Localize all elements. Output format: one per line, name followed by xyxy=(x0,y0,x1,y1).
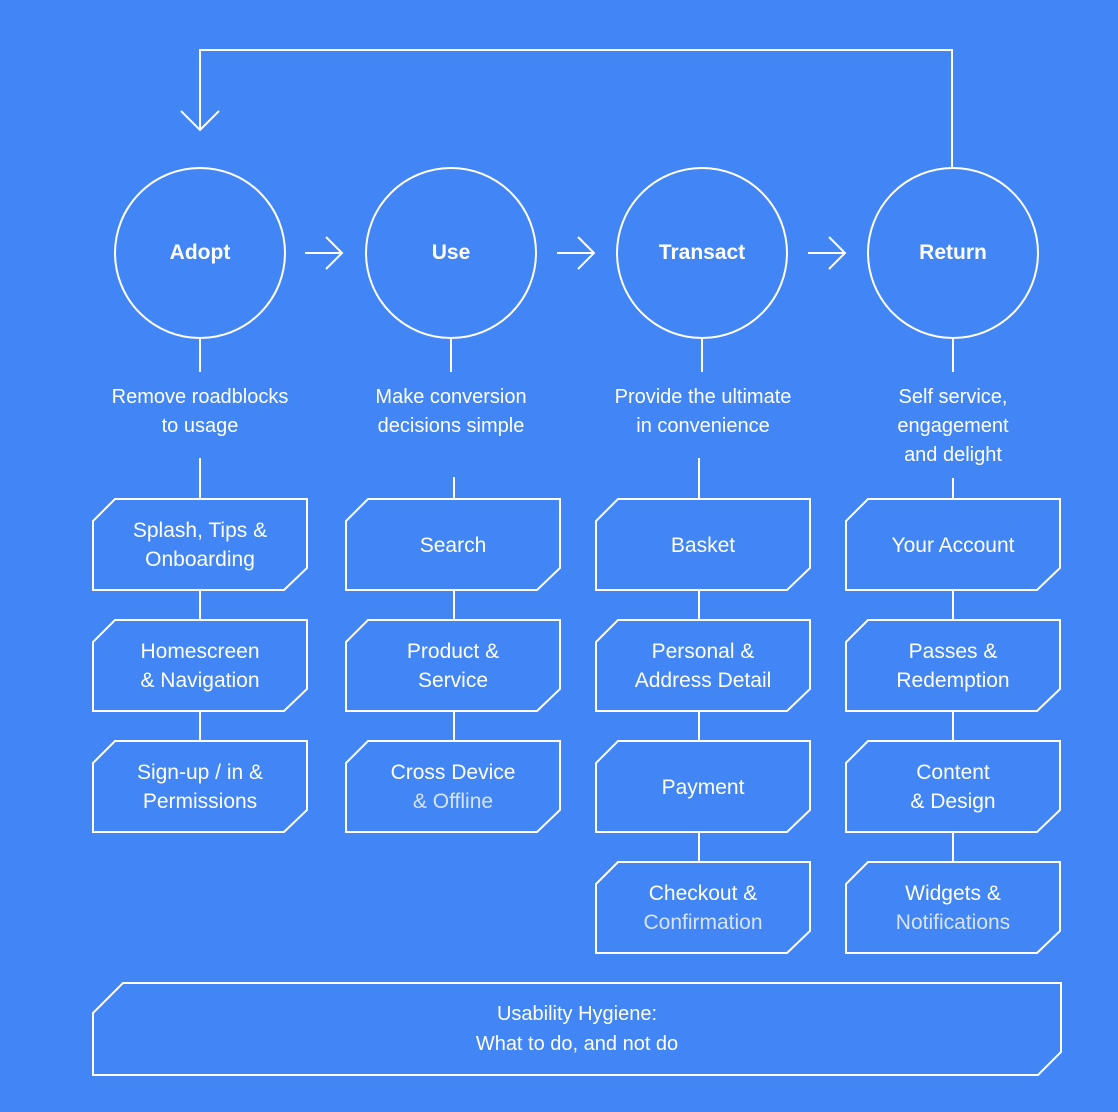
step-label-line2: Onboarding xyxy=(145,548,255,571)
loop-back-arrow xyxy=(199,49,953,168)
box-outline xyxy=(595,619,811,712)
step-your-account[interactable]: Your Account xyxy=(846,499,1060,591)
stage-title-return: Return xyxy=(919,241,987,264)
step-checkout-confirmation[interactable]: Checkout & Confirmation xyxy=(596,862,810,954)
step-label-line1: Cross Device xyxy=(390,761,516,784)
step-label-line1: Search xyxy=(419,533,487,557)
step-splash-tips-onboarding[interactable]: Splash, Tips & Onboarding xyxy=(93,499,307,591)
arrow-transact-to-return xyxy=(808,236,847,270)
step-homescreen-navigation[interactable]: Homescreen & Navigation xyxy=(93,620,307,712)
description-line: in convenience xyxy=(636,415,770,437)
box-outline xyxy=(345,619,561,712)
step-basket[interactable]: Basket xyxy=(596,499,810,591)
step-label-line2: Confirmation xyxy=(643,911,763,934)
step-label-line1: Payment xyxy=(661,775,745,799)
box-outline xyxy=(845,498,1061,591)
step-label-line1: Sign-up / in & xyxy=(136,761,264,784)
step-cross-device-offline[interactable]: Cross Device & Offline xyxy=(346,741,560,833)
stage-title-use: Use xyxy=(431,241,471,264)
stage-description-return: Self service, engagement and delight xyxy=(833,383,1073,470)
arrow-adopt-to-use xyxy=(305,236,344,270)
step-label-line1: Basket xyxy=(670,533,736,557)
description-line: Self service, xyxy=(898,386,1008,408)
step-passes-redemption[interactable]: Passes & Redemption xyxy=(846,620,1060,712)
step-content-design[interactable]: Content & Design xyxy=(846,741,1060,833)
step-label-line2: Address Detail xyxy=(634,669,772,692)
box-outline xyxy=(595,861,811,954)
hygiene-box-outline xyxy=(92,982,1062,1076)
stage-description-transact: Provide the ultimate in convenience xyxy=(583,383,823,441)
box-outline xyxy=(345,498,561,591)
description-line: decisions simple xyxy=(377,415,525,437)
usability-hygiene-box[interactable]: Usability Hygiene: What to do, and not d… xyxy=(93,983,1061,1075)
stage-description-use: Make conversion decisions simple xyxy=(331,383,571,441)
step-label-line2: Notifications xyxy=(895,911,1011,934)
step-label-line2: Permissions xyxy=(142,790,258,813)
step-payment[interactable]: Payment xyxy=(596,741,810,833)
step-signup-permissions[interactable]: Sign-up / in & Permissions xyxy=(93,741,307,833)
box-outline xyxy=(845,740,1061,833)
arrow-use-to-transact xyxy=(557,236,596,270)
step-label-line2: Redemption xyxy=(896,669,1010,692)
stage-description-adopt: Remove roadblocks to usage xyxy=(80,383,320,441)
box-outline xyxy=(345,740,561,833)
step-label-line1: Splash, Tips & xyxy=(132,519,268,542)
description-line: Provide the ultimate xyxy=(614,386,792,408)
description-line: engagement xyxy=(897,415,1009,437)
description-line: Make conversion xyxy=(375,386,527,408)
hygiene-subtitle: What to do, and not do xyxy=(475,1033,679,1055)
box-outline xyxy=(845,619,1061,712)
box-outline xyxy=(595,740,811,833)
step-search[interactable]: Search xyxy=(346,499,560,591)
box-outline xyxy=(92,740,308,833)
step-label-line1: Your Account xyxy=(891,533,1015,557)
hygiene-title: Usability Hygiene: xyxy=(496,1003,658,1025)
stage-title-transact: Transact xyxy=(658,241,746,264)
step-label-line1: Content xyxy=(916,761,990,784)
box-outline xyxy=(92,498,308,591)
box-outline xyxy=(845,861,1061,954)
step-label-line1: Widgets & xyxy=(905,882,1001,905)
step-personal-address-detail[interactable]: Personal & Address Detail xyxy=(596,620,810,712)
step-product-service[interactable]: Product & Service xyxy=(346,620,560,712)
step-label-line2: & Navigation xyxy=(140,669,260,692)
step-label-line1: Personal & xyxy=(651,640,755,663)
box-outline xyxy=(92,619,308,712)
stage-title-adopt: Adopt xyxy=(169,241,231,264)
step-label-line2: & Design xyxy=(910,790,996,813)
step-label-line1: Product & xyxy=(406,640,500,663)
step-widgets-notifications[interactable]: Widgets & Notifications xyxy=(846,862,1060,954)
step-label-line1: Checkout & xyxy=(648,882,758,905)
description-line: to usage xyxy=(161,415,239,437)
loop-back-arrowhead xyxy=(180,110,220,132)
description-line: Remove roadblocks xyxy=(111,386,289,408)
step-label-line1: Passes & xyxy=(908,640,998,663)
step-label-line2: & Offline xyxy=(412,790,494,813)
description-line: and delight xyxy=(904,444,1002,466)
step-label-line2: Service xyxy=(417,669,489,692)
box-outline xyxy=(595,498,811,591)
step-label-line1: Homescreen xyxy=(140,640,260,663)
